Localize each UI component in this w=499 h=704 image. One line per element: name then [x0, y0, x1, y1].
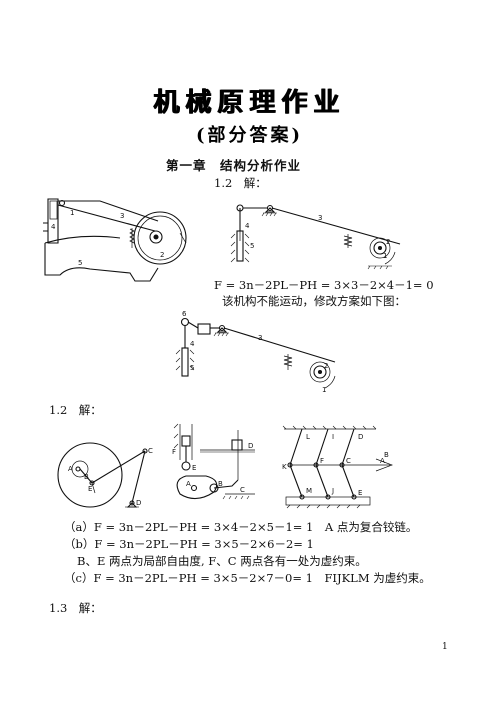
fig-c-label-K: K — [282, 463, 287, 471]
fig-b-label-F: F — [172, 448, 176, 456]
document-title: 机械原理作业 — [153, 88, 346, 118]
fig-a-label-E: E — [88, 485, 92, 493]
figure-a: A B C D E — [57, 442, 153, 508]
problem-2-b: （b）F = 3n－2PL－PH = 3×5－2×6－2= 1 — [64, 537, 314, 551]
fig-c-label-I: I — [332, 433, 334, 441]
problem-1-formula: F = 3n－2PL－PH = 3×3－2×4－1= 0 — [214, 278, 434, 292]
fig1-label-1: 1 — [70, 209, 74, 217]
fig-a-label-D: D — [136, 499, 141, 507]
fig1-label-5: 5 — [78, 259, 82, 267]
figure-press-machine: 1 2 3 4 5 — [43, 198, 187, 282]
fig-c-label-C: C — [346, 457, 351, 465]
fig3-label-6: 6 — [182, 310, 187, 318]
problem-2-heading: 1.2 解： — [49, 403, 102, 417]
fig2-label-5: 5 — [250, 242, 254, 250]
fig-b-label-C: C — [240, 486, 245, 494]
problem-1-heading: 1.2 解： — [214, 176, 267, 190]
problem-3-heading: 1.3 解： — [49, 601, 102, 615]
fig3-label-1: 1 — [322, 386, 326, 394]
fig-c-label-A: A — [380, 457, 385, 465]
fig-c-label-J: J — [331, 487, 334, 495]
fig3-label-3: 3 — [258, 334, 262, 342]
fig-b-label-E: E — [192, 464, 196, 472]
problem-2-b-note: B、E 两点为局部自由度, F、C 两点各有一处为虚约束。 — [77, 554, 367, 568]
fig-a-label-A: A — [68, 465, 73, 473]
fig2-label-3: 3 — [318, 214, 322, 222]
fig-c-label-F: F — [320, 457, 324, 465]
figure-kinematic-diagram-original: 1 2 3 4 5 — [230, 204, 401, 270]
fig1-label-4: 4 — [51, 223, 56, 231]
fig2-label-4: 4 — [245, 222, 250, 230]
fig-a-label-C: C — [148, 447, 153, 455]
chapter-heading: 第一章 结构分析作业 — [166, 158, 302, 173]
fig-b-label-B: B — [218, 480, 223, 488]
problem-1-note: 该机构不能运动，修改方案如下图： — [222, 294, 406, 308]
fig3-label-5: 5 — [190, 364, 194, 372]
fig2-label-2: 2 — [386, 238, 390, 246]
problem-2-c: （c）F = 3n－2PL－PH = 3×5－2×7－0= 1 FIJKLM 为… — [64, 571, 431, 585]
fig-b-label-A: A — [186, 480, 191, 488]
figure-b: A B C D E F — [172, 423, 255, 500]
fig2-label-1: 1 — [383, 252, 387, 260]
fig1-label-3: 3 — [120, 212, 124, 220]
fig-c-label-B: B — [384, 451, 389, 459]
fig-c-label-L: L — [306, 433, 310, 441]
fig-c-label-D: D — [358, 433, 363, 441]
figure-c: A B C D E F I J K L M — [282, 425, 393, 509]
fig-c-label-M: M — [306, 487, 312, 495]
fig3-label-2: 2 — [324, 362, 328, 370]
document-subtitle: (部分答案) — [195, 125, 304, 146]
fig-a-label-B: B — [84, 473, 89, 481]
fig3-label-4: 4 — [190, 340, 195, 348]
fig-b-label-D: D — [248, 442, 253, 450]
fig1-label-2: 2 — [160, 251, 164, 259]
fig-c-label-E: E — [358, 489, 362, 497]
problem-2-a: （a）F = 3n－2PL－PH = 3×4－2×5－1= 1 A 点为复合铰链… — [64, 520, 418, 534]
page-number: 1 — [442, 642, 448, 652]
figure-kinematic-diagram-modified: 1 2 3 4 5 6 — [175, 310, 336, 394]
